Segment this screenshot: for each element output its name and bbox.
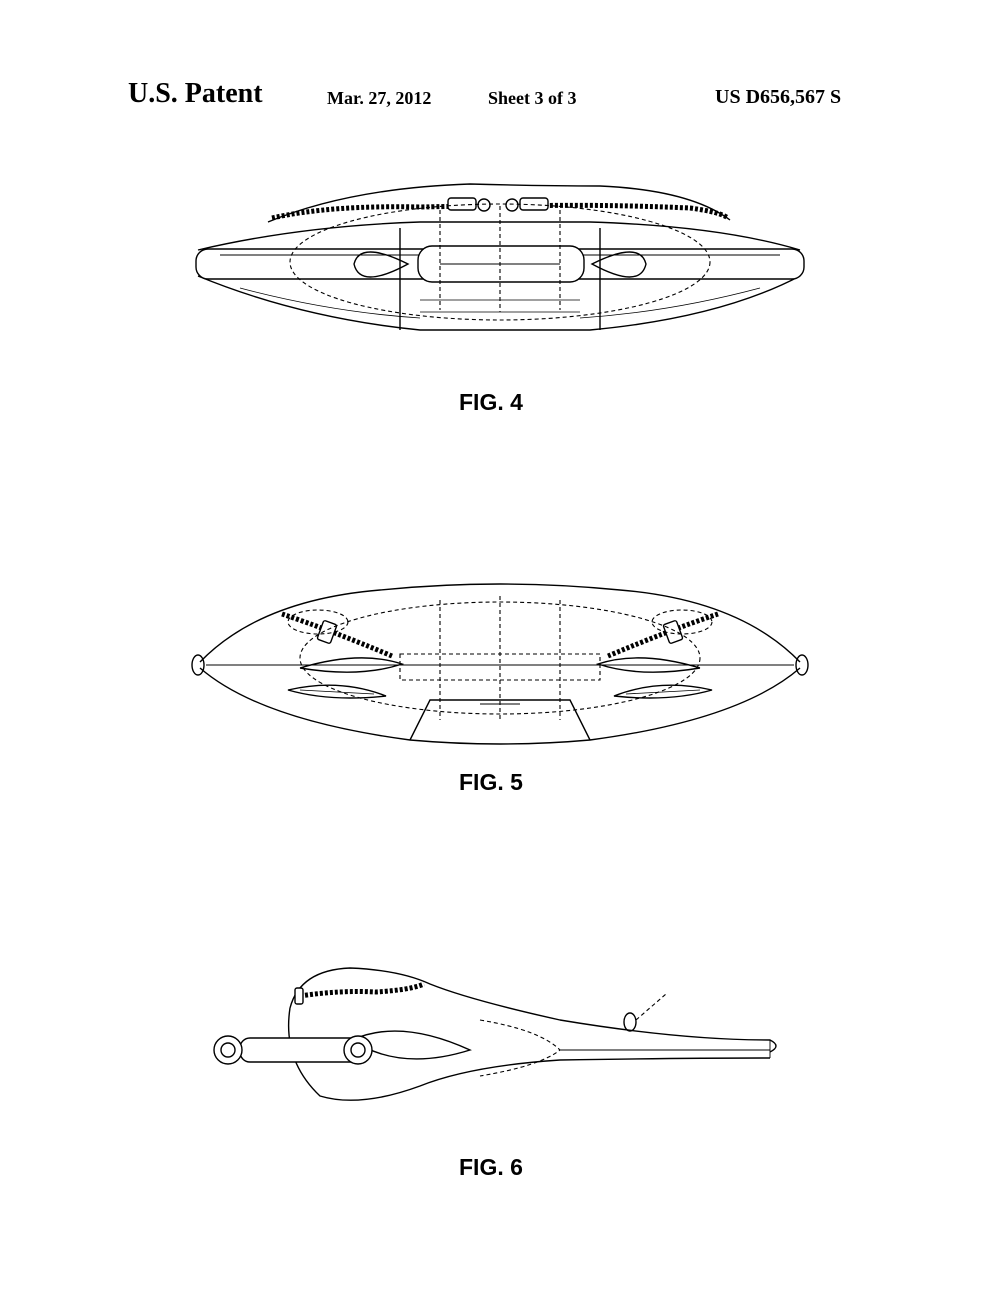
figure-6-caption: FIG. 6 (459, 1154, 523, 1180)
patent-date: Mar. 27, 2012 (327, 88, 432, 108)
patent-number: US D656,567 S (715, 86, 842, 108)
patent-title: U.S. Patent (128, 78, 263, 109)
figure-5-caption: FIG. 5 (459, 769, 523, 795)
sheet-number: Sheet 3 of 3 (488, 88, 577, 108)
figure-4-caption: FIG. 4 (459, 389, 523, 415)
